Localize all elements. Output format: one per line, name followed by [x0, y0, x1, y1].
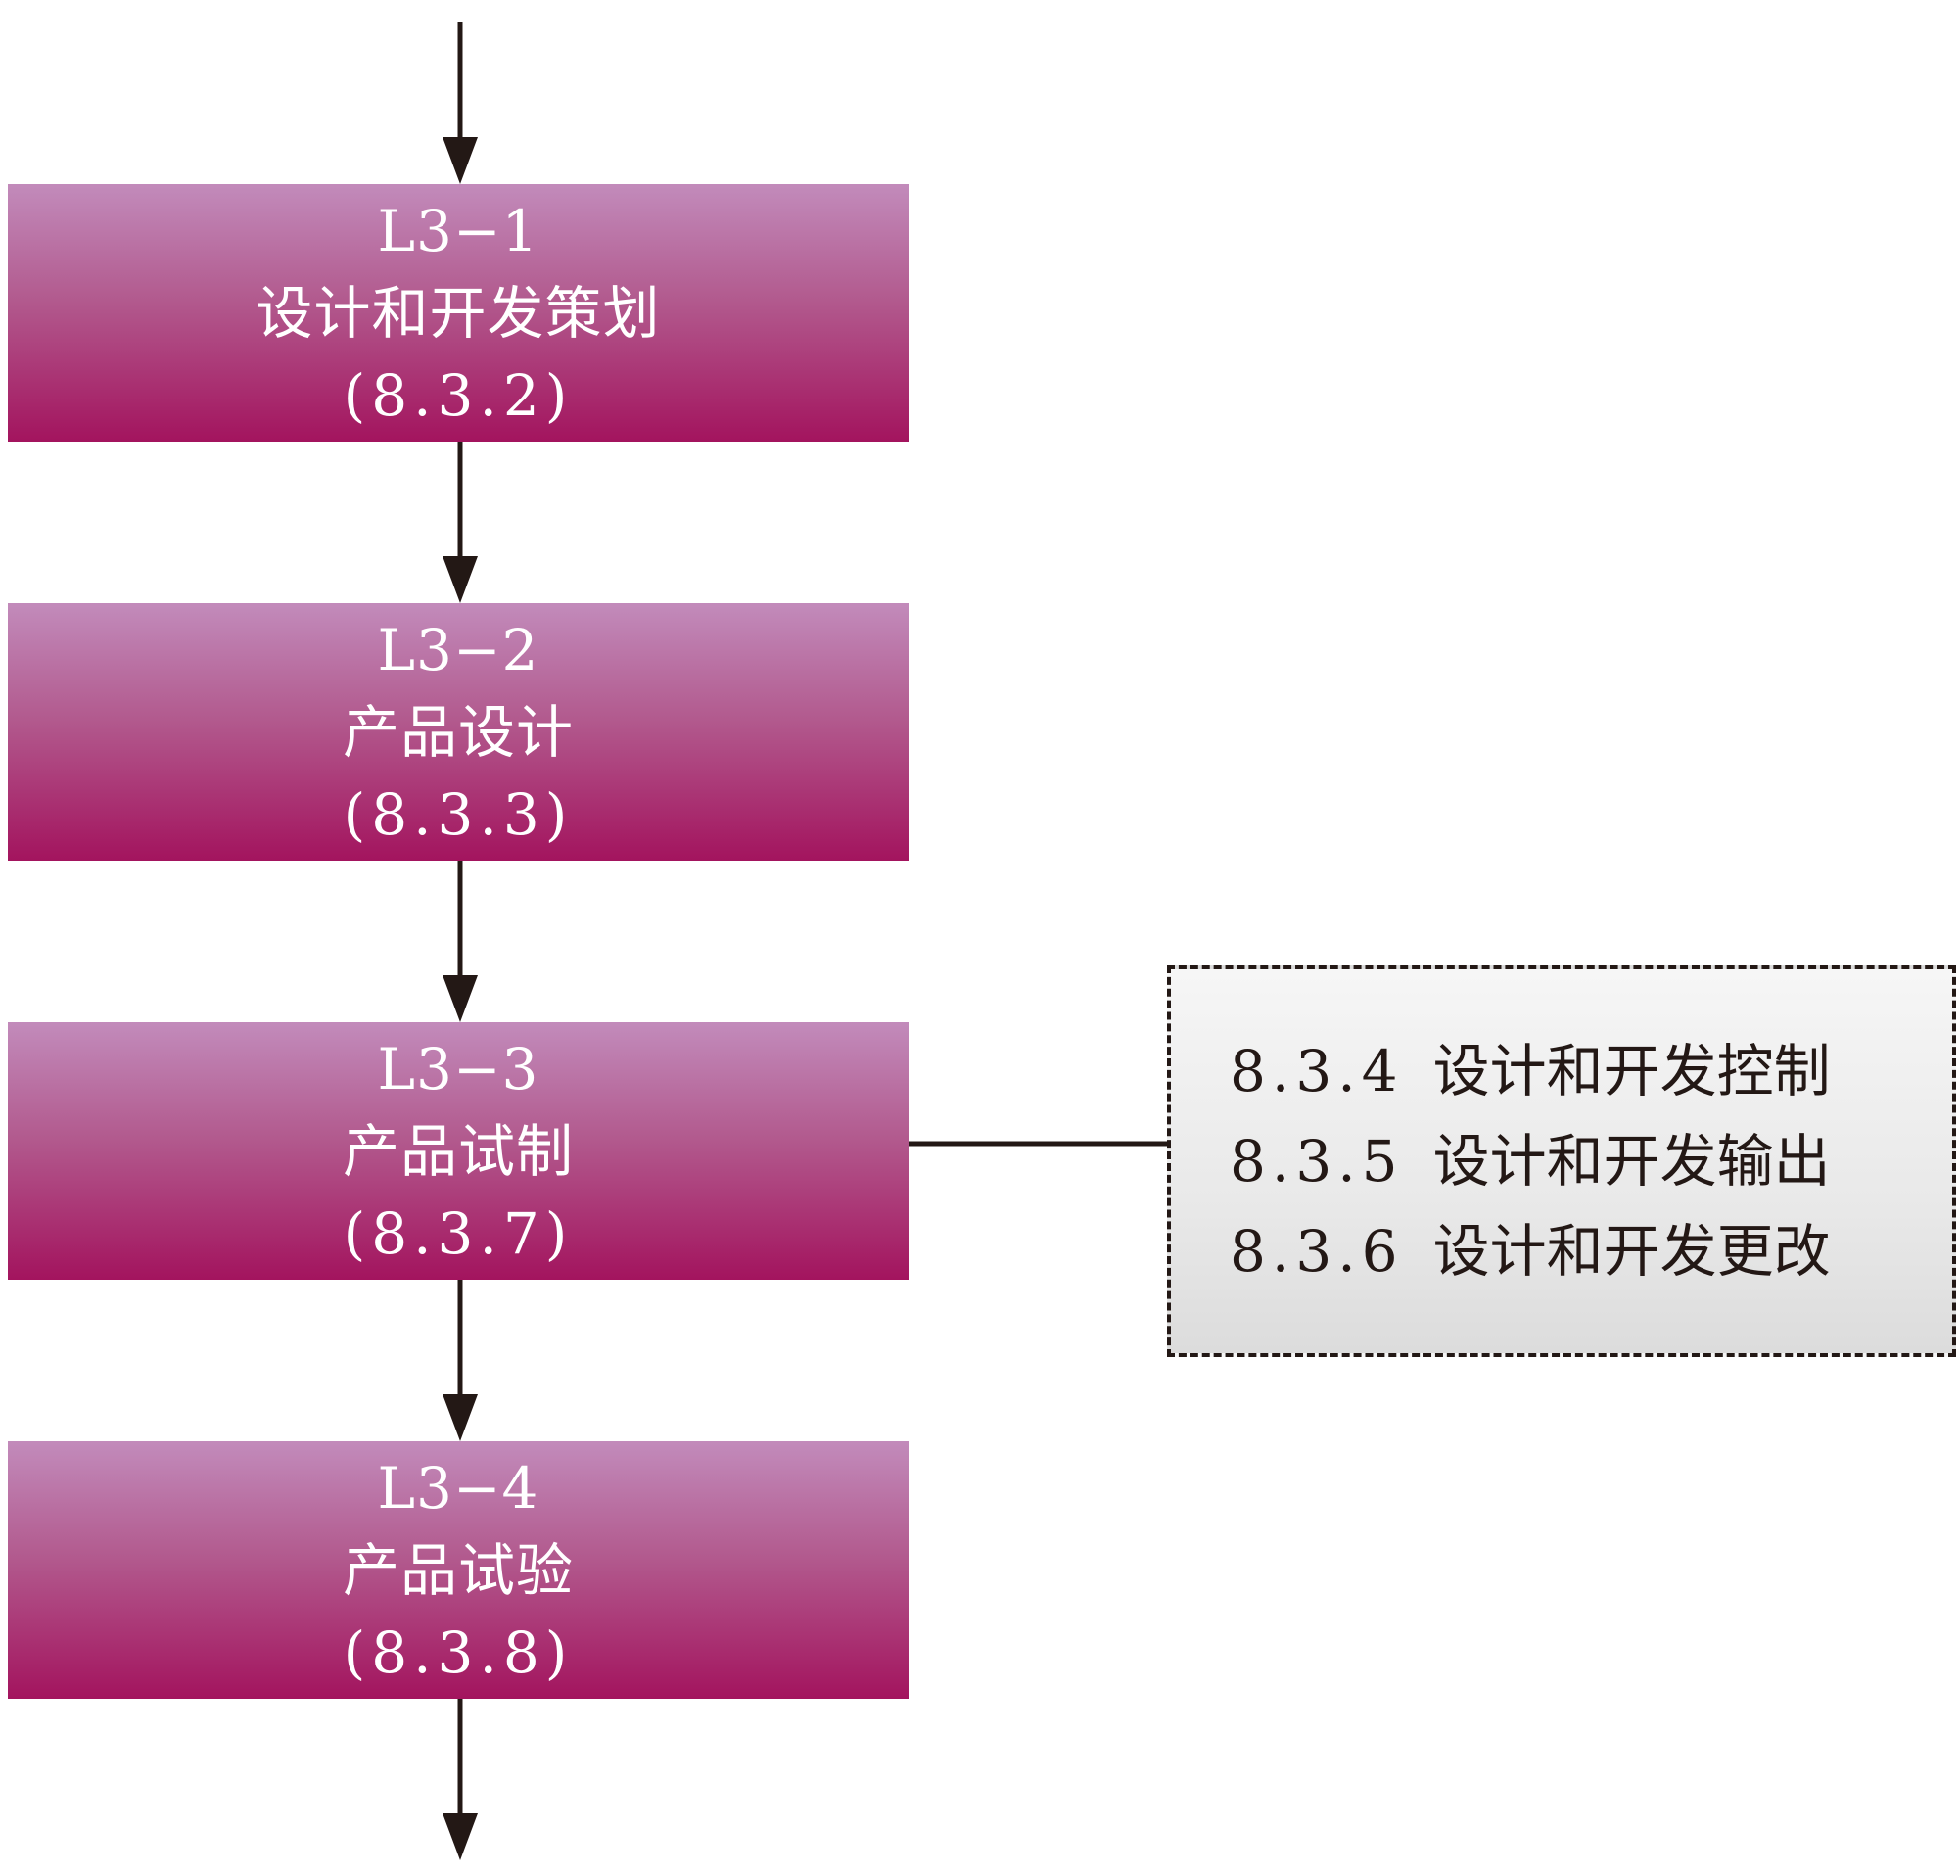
clause-name: 设计和开发输出	[1432, 1128, 1831, 1195]
step-name: 设计和开发策划	[256, 279, 661, 347]
entry-arrow-head	[443, 137, 478, 184]
step-id: L3−2	[377, 616, 539, 683]
step-box-l3-3: L3−3 产品试制 (8.3.7)	[8, 1022, 909, 1280]
clause-name: 设计和开发控制	[1432, 1038, 1831, 1104]
clause-name: 设计和开发更改	[1432, 1218, 1831, 1285]
step-name: 产品设计	[342, 698, 574, 766]
related-clause-item: 8.3.5 设计和开发输出	[1230, 1116, 1952, 1206]
step-box-l3-4: L3−4 产品试验 (8.3.8)	[8, 1441, 909, 1699]
step-clause: (8.3.7)	[343, 1199, 574, 1267]
step-name: 产品试制	[342, 1117, 574, 1185]
exit-arrow-head	[443, 1813, 478, 1860]
step-id: L3−1	[377, 197, 539, 264]
step-id: L3−4	[377, 1454, 539, 1522]
related-clause-item: 8.3.4 设计和开发控制	[1230, 1026, 1952, 1116]
arrow-head-2-3	[443, 975, 478, 1022]
clause-code: 8.3.6	[1230, 1218, 1404, 1285]
step-clause: (8.3.3)	[343, 780, 574, 848]
arrow-head-1-2	[443, 556, 478, 603]
step-clause: (8.3.8)	[343, 1618, 574, 1686]
step-box-l3-1: L3−1 设计和开发策划 (8.3.2)	[8, 184, 909, 442]
related-clause-item: 8.3.6 设计和开发更改	[1230, 1206, 1952, 1296]
step-clause: (8.3.2)	[343, 361, 574, 429]
clause-code: 8.3.5	[1230, 1128, 1404, 1195]
related-clauses-box: 8.3.4 设计和开发控制 8.3.5 设计和开发输出 8.3.6 设计和开发更…	[1167, 965, 1956, 1357]
arrow-head-3-4	[443, 1394, 478, 1441]
clause-code: 8.3.4	[1230, 1038, 1404, 1104]
step-box-l3-2: L3−2 产品设计 (8.3.3)	[8, 603, 909, 861]
step-name: 产品试验	[342, 1536, 574, 1604]
step-id: L3−3	[377, 1035, 539, 1102]
